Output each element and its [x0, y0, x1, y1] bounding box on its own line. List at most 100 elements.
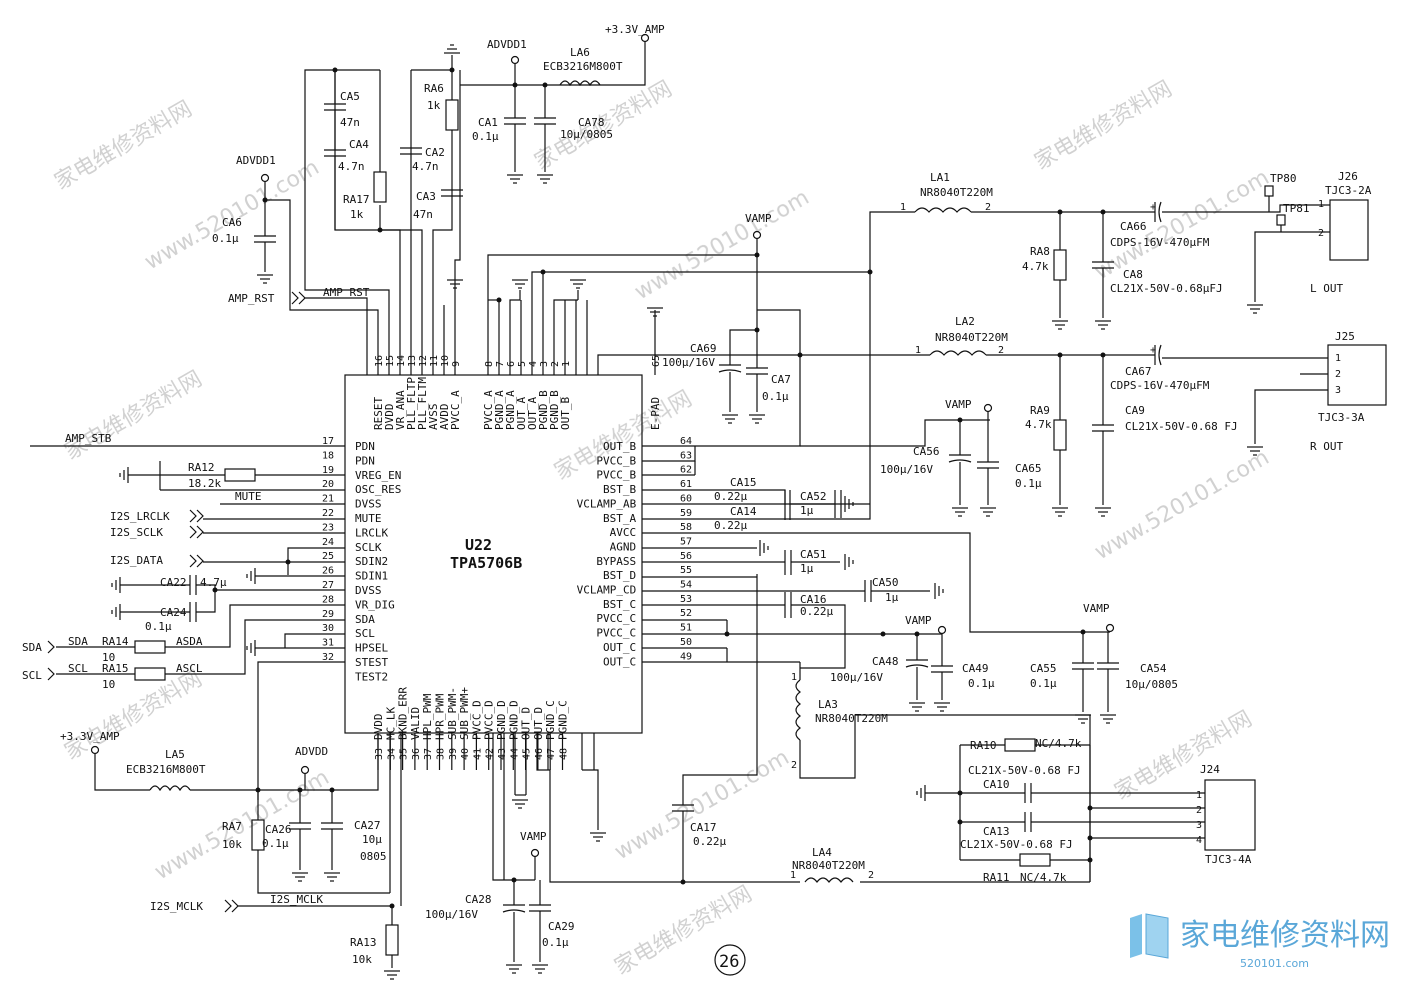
svg-text:10μ/0805: 10μ/0805: [1125, 678, 1178, 691]
svg-text:VAMP: VAMP: [745, 212, 772, 225]
pin-num-left: 30: [322, 623, 334, 634]
chip-part: TPA5706B: [450, 554, 522, 572]
pin-name-right: BST_D: [603, 569, 636, 582]
svg-text:CA49: CA49: [962, 662, 989, 675]
svg-text:L OUT: L OUT: [1310, 282, 1343, 295]
pin-num-top: 14: [396, 355, 407, 367]
svg-text:0.1μ: 0.1μ: [472, 130, 499, 143]
pin-name-bottom: DVDD: [372, 714, 385, 741]
svg-text:100μ/16V: 100μ/16V: [830, 671, 883, 684]
pin-name-left: OSC_RES: [355, 483, 401, 496]
svg-text:CA55: CA55: [1030, 662, 1057, 675]
pin-num-bottom: 41: [472, 748, 483, 760]
svg-text:RA11: RA11: [983, 871, 1010, 884]
pin-name-top: PLL_FLTM: [416, 377, 429, 430]
pin-name-left: DVSS: [355, 498, 382, 511]
svg-text:CDPS-16V-470μFM: CDPS-16V-470μFM: [1110, 236, 1210, 249]
pin-name-left: SDA: [355, 613, 375, 626]
pin-num-top: 3: [539, 361, 550, 367]
pin-name-top: AVSS: [427, 404, 440, 431]
svg-text:CA56: CA56: [913, 445, 940, 458]
pin-name-left: SDIN2: [355, 555, 388, 568]
svg-text:1: 1: [915, 345, 921, 356]
svg-text:LA6: LA6: [570, 46, 590, 59]
pin-name-bottom: HPR_PWM: [434, 693, 447, 740]
svg-text:3: 3: [1196, 820, 1202, 831]
chip-pins: PDN17PDN18VREG_EN19OSC_RES20DVSS21MUTE22…: [322, 355, 692, 770]
svg-text:0.1μ: 0.1μ: [968, 677, 995, 690]
svg-text:100μ/16V: 100μ/16V: [880, 463, 933, 476]
svg-text:+: +: [1150, 345, 1156, 356]
pin-name-bottom: OUT_D: [532, 707, 545, 740]
pin-num-right: 55: [680, 565, 692, 576]
pin-num-left: 24: [322, 537, 334, 548]
svg-text:RA9: RA9: [1030, 404, 1050, 417]
pin-name-right: OUT_B: [603, 440, 636, 453]
svg-text:NR8040T220M: NR8040T220M: [920, 186, 993, 199]
svg-text:VAMP: VAMP: [905, 614, 932, 627]
svg-text:ECB3216M800T: ECB3216M800T: [126, 763, 206, 776]
svg-text:0.1μ: 0.1μ: [542, 936, 569, 949]
pin-num-right: 53: [680, 594, 692, 605]
watermark-url: www.520101.com: [1091, 445, 1274, 565]
svg-text:TJC3-3A: TJC3-3A: [1318, 411, 1365, 424]
svg-text:J24: J24: [1200, 763, 1220, 776]
svg-text:2: 2: [1335, 369, 1341, 380]
pin-num-left: 32: [322, 652, 334, 663]
svg-text:CA28: CA28: [465, 893, 492, 906]
svg-text:47n: 47n: [413, 208, 433, 221]
svg-text:2: 2: [1318, 228, 1324, 239]
svg-text:TP81: TP81: [1283, 202, 1310, 215]
svg-text:CA15: CA15: [730, 476, 757, 489]
pin-name-bottom: SUB_PWM-: [446, 687, 459, 740]
svg-text:CA27: CA27: [354, 819, 381, 832]
chip-ref: U22: [465, 536, 492, 554]
svg-text:LA3: LA3: [818, 698, 838, 711]
svg-text:MUTE: MUTE: [235, 490, 262, 503]
pin-num-bottom: 35: [399, 748, 410, 760]
svg-text:0.22μ: 0.22μ: [693, 835, 726, 848]
svg-text:ASCL: ASCL: [176, 662, 203, 675]
pin-num-top: 11: [429, 355, 440, 367]
pin-num-bottom: 36: [411, 748, 422, 760]
pin-name-left: SCL: [355, 627, 375, 640]
pin-num-left: 28: [322, 594, 334, 605]
svg-text:CA29: CA29: [548, 920, 575, 933]
svg-text:VAMP: VAMP: [1083, 602, 1110, 615]
pin-num-left: 27: [322, 580, 334, 591]
svg-text:0.1μ: 0.1μ: [762, 390, 789, 403]
pin-name-right: PVCC_C: [596, 612, 636, 625]
pin-name-left: VREG_EN: [355, 469, 401, 482]
svg-text:1: 1: [1196, 790, 1202, 801]
pin-num-top: 9: [451, 361, 462, 367]
svg-text:AMP_RST: AMP_RST: [323, 286, 370, 299]
pin-num-bottom: 47: [546, 748, 557, 760]
svg-text:RA14: RA14: [102, 635, 129, 648]
svg-text:10μ/0805: 10μ/0805: [560, 128, 613, 141]
pin-name-bottom: PGND_D: [507, 700, 520, 740]
pin-name-right: OUT_C: [603, 655, 636, 668]
svg-text:CA22: CA22: [160, 576, 187, 589]
svg-text:LA4: LA4: [812, 846, 832, 859]
pin-num-top: 13: [407, 355, 418, 367]
pin-name-bottom: PGND_C: [557, 700, 570, 740]
svg-text:CA78: CA78: [578, 116, 605, 129]
pin-name-bottom: BKND_ERR: [397, 687, 410, 740]
svg-text:CA67: CA67: [1125, 365, 1152, 378]
svg-text:0.1μ: 0.1μ: [145, 620, 172, 633]
pin-num-top: 6: [506, 361, 517, 367]
svg-text:ECB3216M800T: ECB3216M800T: [543, 60, 623, 73]
watermark-text: 家电维修资料网: [61, 367, 207, 466]
svg-text:NR8040T220M: NR8040T220M: [815, 712, 888, 725]
svg-text:0.1μ: 0.1μ: [1015, 477, 1042, 490]
pin-name-bottom: PGND_D: [495, 700, 508, 740]
svg-text:NC/4.7k: NC/4.7k: [1035, 737, 1082, 750]
brand-name: 家电维修资料网: [1180, 918, 1390, 953]
pin-num-top: 8: [484, 361, 495, 367]
pin-name-top: PGND_B: [537, 390, 550, 430]
pin-name-right: PVCC_B: [596, 469, 636, 482]
pin-num-top: 1: [561, 361, 572, 367]
svg-text:1k: 1k: [427, 99, 441, 112]
svg-text:+: +: [1150, 202, 1156, 213]
